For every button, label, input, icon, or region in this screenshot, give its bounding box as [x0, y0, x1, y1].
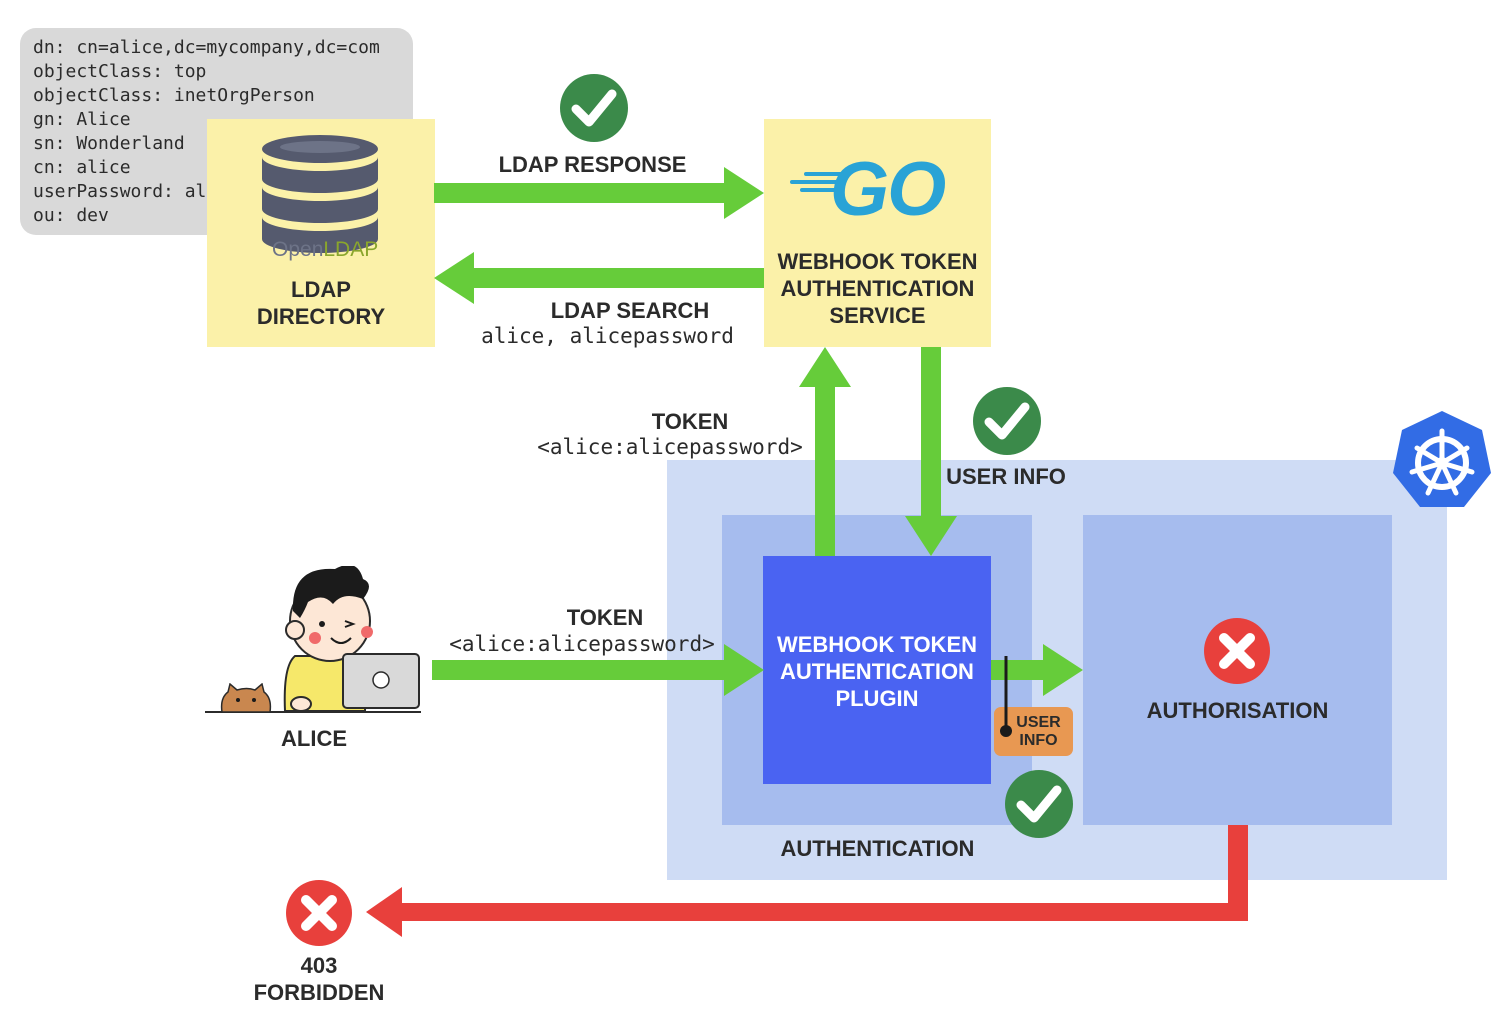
- user-info-tag-text: USER INFO: [994, 714, 1073, 750]
- ldap-directory-label-line1: LDAP: [291, 277, 351, 302]
- database-icon: [262, 135, 378, 253]
- ldif-line: sn: Wonderland: [33, 133, 185, 154]
- token-up-value: <alice:alicepassword>: [537, 435, 803, 459]
- error-icon: [286, 880, 352, 946]
- authentication-label: AUTHENTICATION: [780, 836, 975, 861]
- ldap-search-label: LDAP SEARCH: [550, 298, 710, 323]
- user-info-tag-line1: USER: [1016, 714, 1061, 731]
- token-up-label: TOKEN: [651, 409, 729, 434]
- forbidden-label-line2: FORBIDDEN: [253, 980, 385, 1005]
- ldap-search-arrow: [434, 252, 764, 304]
- ldif-line: gn: Alice: [33, 109, 131, 130]
- token-in-arrow: [432, 644, 764, 696]
- webhook-service-label-line1: WEBHOOK TOKEN: [777, 249, 978, 274]
- webhook-service-box: [764, 119, 991, 347]
- ldif-line: objectClass: top: [33, 61, 207, 82]
- webhook-plugin-label-line1: WEBHOOK TOKEN: [776, 632, 978, 657]
- tag-string-icon: [1000, 656, 1012, 737]
- webhook-plugin-label-line3: PLUGIN: [835, 686, 919, 711]
- forbidden-arrow: [366, 825, 1248, 937]
- ldif-record-text: dn: cn=alice,dc=mycompany,dc=com objectC…: [33, 36, 380, 228]
- check-icon: [1005, 770, 1073, 838]
- ldif-line: objectClass: inetOrgPerson: [33, 85, 315, 106]
- forbidden-label-line1: 403: [300, 953, 338, 978]
- authorisation-label: AUTHORISATION: [1146, 698, 1329, 723]
- webhook-plugin-label: WEBHOOK TOKEN AUTHENTICATION PLUGIN: [763, 631, 991, 712]
- user-info-label: USER INFO: [946, 464, 1066, 489]
- webhook-service-label: WEBHOOK TOKEN AUTHENTICATION SERVICE: [764, 248, 991, 329]
- go-speed-lines-icon: [790, 172, 848, 192]
- ldif-line: cn: alice: [33, 157, 131, 178]
- person-illustration: [205, 566, 421, 713]
- webhook-plugin-box: [763, 556, 991, 784]
- cat-illustration: [220, 683, 272, 713]
- go-logo: GO: [830, 147, 946, 232]
- check-icon: [973, 387, 1041, 455]
- openldap-logo: OpenLDAP: [272, 238, 378, 262]
- ldap-directory-label-line2: DIRECTORY: [256, 304, 386, 329]
- webhook-service-label-line3: SERVICE: [829, 303, 926, 328]
- ldif-line: ou: dev: [33, 205, 109, 226]
- ldap-response-arrow: [434, 167, 764, 219]
- ldap-directory-label: LDAP DIRECTORY: [207, 276, 435, 330]
- token-in-value: <alice:alicepassword>: [449, 632, 715, 656]
- token-up-arrow: [799, 347, 851, 556]
- ldap-search-query: alice, alicepassword: [481, 324, 734, 348]
- user-info-tag-line2: INFO: [1019, 732, 1058, 749]
- openldap-logo-open: Open: [272, 238, 324, 261]
- error-icon: [1204, 618, 1270, 684]
- kubernetes-icon: [1393, 411, 1491, 507]
- webhook-service-label-line2: AUTHENTICATION: [780, 276, 975, 301]
- check-icon: [560, 74, 628, 142]
- token-in-label: TOKEN: [566, 605, 644, 630]
- webhook-plugin-label-line2: AUTHENTICATION: [780, 659, 974, 684]
- ldap-response-label: LDAP RESPONSE: [498, 152, 687, 177]
- user-info-down-arrow: [905, 347, 957, 556]
- forbidden-label: 403 FORBIDDEN: [239, 952, 399, 1006]
- openldap-logo-ldap: LDAP: [323, 238, 379, 261]
- alice-label: ALICE: [281, 726, 347, 751]
- ldif-line: userPassword: al: [33, 181, 207, 202]
- ldif-line: dn: cn=alice,dc=mycompany,dc=com: [33, 37, 380, 58]
